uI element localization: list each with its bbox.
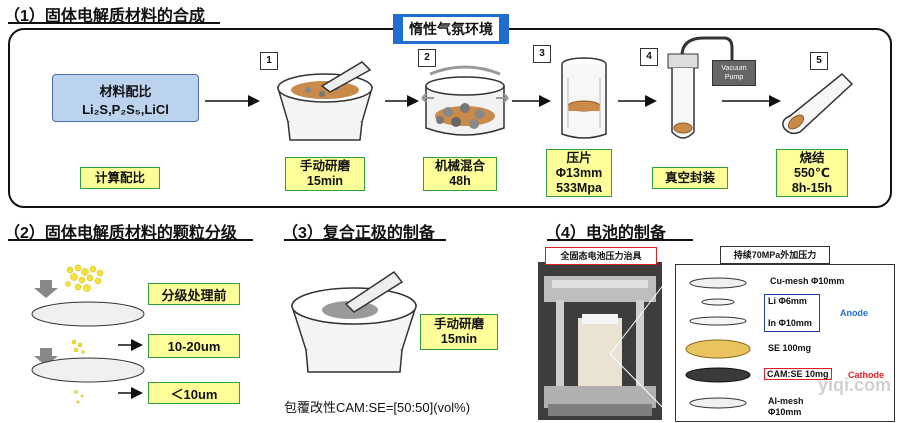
li-label: Li Φ6mm	[768, 296, 807, 306]
cathode-mortar-icon	[290, 270, 418, 373]
step-2-label-line1: 机械混合	[434, 159, 485, 173]
step-3-label-line1: 压片	[566, 150, 592, 165]
before-sieve-label: 分级处理前	[148, 283, 240, 305]
section2-title: （2）固体电解质材料的颗粒分级	[4, 225, 237, 242]
pellet-press-icon	[561, 57, 607, 139]
in-label: In Φ10mm	[768, 318, 812, 328]
sealed-ampoule-icon	[782, 72, 854, 135]
al-mesh-layer	[689, 397, 747, 409]
process-arrows	[205, 95, 781, 107]
cathode-grind-line1: 手动研磨	[433, 317, 484, 331]
large-particles	[65, 264, 104, 292]
anode-group-box	[764, 294, 820, 332]
mortar-pestle-icon	[276, 61, 374, 141]
cathode-label: Cathode	[848, 370, 884, 380]
battery-layers-diagram	[685, 277, 751, 409]
ball-mill-jar-icon	[421, 65, 509, 136]
li-layer	[701, 298, 735, 306]
se-label: SE 100mg	[768, 343, 812, 353]
pressure-label: 持续70MPa外加压力	[720, 246, 830, 264]
anode-label: Anode	[840, 308, 868, 318]
section4-underline	[547, 239, 693, 241]
section3-title: （3）复合正极的制备	[282, 225, 435, 242]
cam-se-ratio-note: 包覆改性CAM:SE=[50:50](vol%)	[284, 400, 471, 415]
cathode-grind-label: 手动研磨 15min	[420, 314, 498, 350]
step-4-label: 真空封装	[652, 167, 728, 189]
inert-atmosphere-badge: 惰性气氛环境	[393, 14, 509, 44]
materials-box: 材料配比 Li₂S,P₂S₅,LiCl	[52, 74, 199, 122]
section3-underline	[284, 239, 446, 241]
step-4-number: 4	[640, 48, 658, 66]
section2-underline	[8, 239, 253, 241]
vacuum-pump-box: Vacuum Pump	[712, 60, 756, 86]
step-1-label-line1: 手动研磨	[299, 159, 350, 173]
step-4-label-line1: 真空封装	[664, 170, 715, 185]
step-5-label-line2: 550℃	[794, 165, 830, 180]
cathode-grind-line2: 15min	[440, 332, 478, 346]
step-3-label: 压片 Φ13mm 533Mpa	[546, 149, 612, 197]
step-1-label-line2: 15min	[306, 174, 344, 188]
section4-title: （4）电池的制备	[545, 225, 666, 242]
materials-formula: Li₂S,P₂S₅,LiCl	[82, 102, 169, 117]
step-1-number: 1	[260, 52, 278, 70]
calc-ratio-label: 计算配比	[80, 167, 160, 189]
step-1-label: 手动研磨 15min	[285, 157, 365, 191]
section1-title: （1）固体电解质材料的合成	[4, 8, 205, 25]
step-3-number: 3	[533, 45, 551, 63]
al-mesh-label-line2: Φ10mm	[768, 407, 802, 417]
range-10-20-label: 10-20um	[148, 334, 240, 358]
step-5-label-line1: 烧结	[799, 150, 825, 165]
vacuum-tube-icon	[667, 36, 734, 139]
step-3-label-line2: Φ13mm	[555, 165, 603, 180]
cam-se-layer	[685, 367, 751, 383]
in-layer	[689, 316, 747, 326]
materials-title: 材料配比	[99, 84, 152, 99]
pressure-jig-photo	[538, 262, 662, 420]
step-3-label-line3: 533Mpa	[556, 180, 602, 195]
step-2-label-line2: 48h	[449, 174, 471, 188]
particle-sieve-diagram	[31, 264, 145, 404]
section1-underline	[8, 22, 220, 24]
cu-mesh-label: Cu-mesh Φ10mm	[770, 276, 845, 286]
cam-se-label: CAM:SE 10mg	[764, 368, 832, 380]
range-under-10-label: ＜10um	[148, 382, 240, 404]
al-mesh-label-line1: Al-mesh	[768, 396, 804, 406]
pressure-jig-label: 全固态电池压力治具	[545, 247, 657, 265]
cu-mesh-layer	[689, 277, 747, 289]
step-2-label: 机械混合 48h	[423, 157, 497, 191]
step-5-number: 5	[810, 52, 828, 70]
step-5-label: 烧结 550℃ 8h-15h	[776, 149, 848, 197]
step-5-label-line3: 8h-15h	[791, 180, 833, 195]
watermark: yiqi.com	[818, 375, 892, 395]
step-2-number: 2	[418, 49, 436, 67]
se-layer	[685, 339, 751, 359]
inert-atmosphere-label: 惰性气氛环境	[403, 17, 499, 41]
